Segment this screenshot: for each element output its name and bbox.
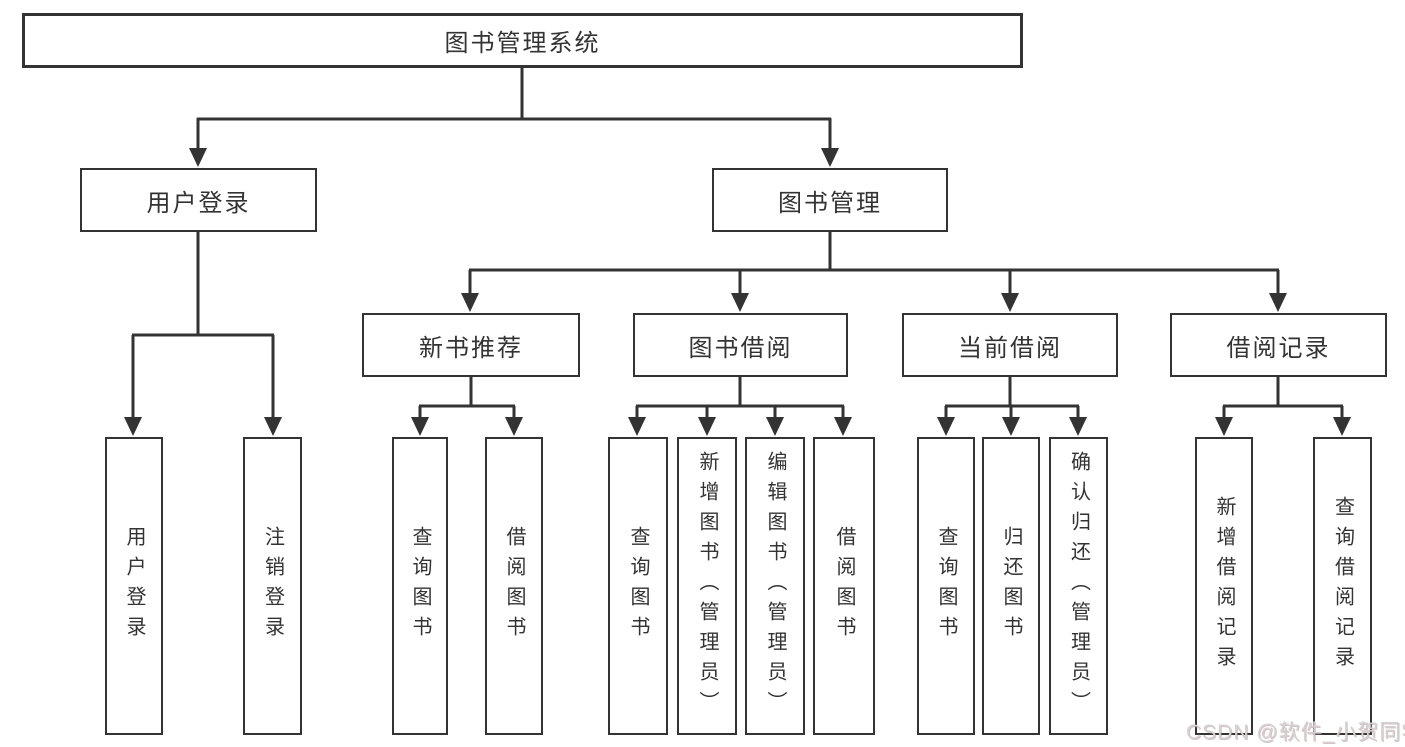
node-user-login: 用户登录 xyxy=(80,168,317,232)
connector-new-book-branch xyxy=(418,376,516,420)
arrowhead-level3 xyxy=(461,293,1287,312)
leaf-add-borrow-record: 新增借阅记录 xyxy=(1195,437,1253,735)
leaf-label: 查询图书 xyxy=(935,526,957,646)
leaf-label: 借阅图书 xyxy=(833,526,855,646)
connector-borrow-record-branch xyxy=(1222,376,1344,420)
node-current-borrow: 当前借阅 xyxy=(902,313,1118,377)
leaf-label: 查询借阅记录 xyxy=(1331,496,1354,676)
leaf-label: 用户登录 xyxy=(123,526,145,646)
leaf-label: 新增图书（管理员） xyxy=(696,451,718,721)
leaf-borrow-borrow-books: 借阅图书 xyxy=(813,437,875,735)
node-borrow-records: 借阅记录 xyxy=(1170,313,1387,377)
connector-book-management-branch xyxy=(468,232,1280,296)
leaf-newbook-query-books: 查询图书 xyxy=(392,437,448,735)
node-library-management-system: 图书管理系统 xyxy=(22,13,1023,68)
leaf-label: 查询图书 xyxy=(409,526,431,646)
leaf-query-borrow-record: 查询借阅记录 xyxy=(1313,437,1372,735)
leaf-logout: 注销登录 xyxy=(243,437,302,735)
leaf-label: 归还图书 xyxy=(1000,526,1022,646)
leaf-current-query-books: 查询图书 xyxy=(917,437,975,735)
node-new-book-recommend: 新书推荐 xyxy=(362,313,580,377)
node-book-management: 图书管理 xyxy=(712,168,948,232)
node-label: 图书管理 xyxy=(778,189,882,217)
arrowhead-leaves xyxy=(124,417,1351,436)
connector-current-borrow-branch xyxy=(944,376,1080,420)
leaf-label: 确认归还（管理员） xyxy=(1067,451,1090,721)
leaf-newbook-borrow-books: 借阅图书 xyxy=(485,437,543,735)
node-label: 用户登录 xyxy=(146,189,251,217)
leaf-label: 查询图书 xyxy=(627,526,649,646)
leaf-label: 注销登录 xyxy=(261,526,284,646)
arrowhead-level2 xyxy=(189,148,839,167)
leaf-user-login: 用户登录 xyxy=(105,437,163,735)
connector-book-borrow-branch xyxy=(635,376,845,420)
connector-user-login-branch xyxy=(131,232,275,420)
connector-root-branch xyxy=(196,68,832,151)
node-label: 图书管理系统 xyxy=(444,30,601,57)
leaf-return-books: 归还图书 xyxy=(982,437,1040,735)
node-book-borrow: 图书借阅 xyxy=(633,313,848,377)
leaf-confirm-return-admin: 确认归还（管理员） xyxy=(1049,437,1108,735)
leaf-label: 编辑图书（管理员） xyxy=(764,451,786,721)
leaf-label: 借阅图书 xyxy=(503,526,525,646)
csdn-watermark: CSDN @软件_小贺同学 xyxy=(1186,721,1405,744)
node-label: 借阅记录 xyxy=(1226,334,1331,362)
node-label: 当前借阅 xyxy=(958,334,1062,362)
leaf-borrow-query-books: 查询图书 xyxy=(608,437,668,735)
leaf-edit-books-admin: 编辑图书（管理员） xyxy=(745,437,805,735)
node-label: 图书借阅 xyxy=(688,334,793,362)
leaf-add-books-admin: 新增图书（管理员） xyxy=(677,437,737,735)
node-label: 新书推荐 xyxy=(419,334,523,362)
leaf-label: 新增借阅记录 xyxy=(1213,496,1235,676)
